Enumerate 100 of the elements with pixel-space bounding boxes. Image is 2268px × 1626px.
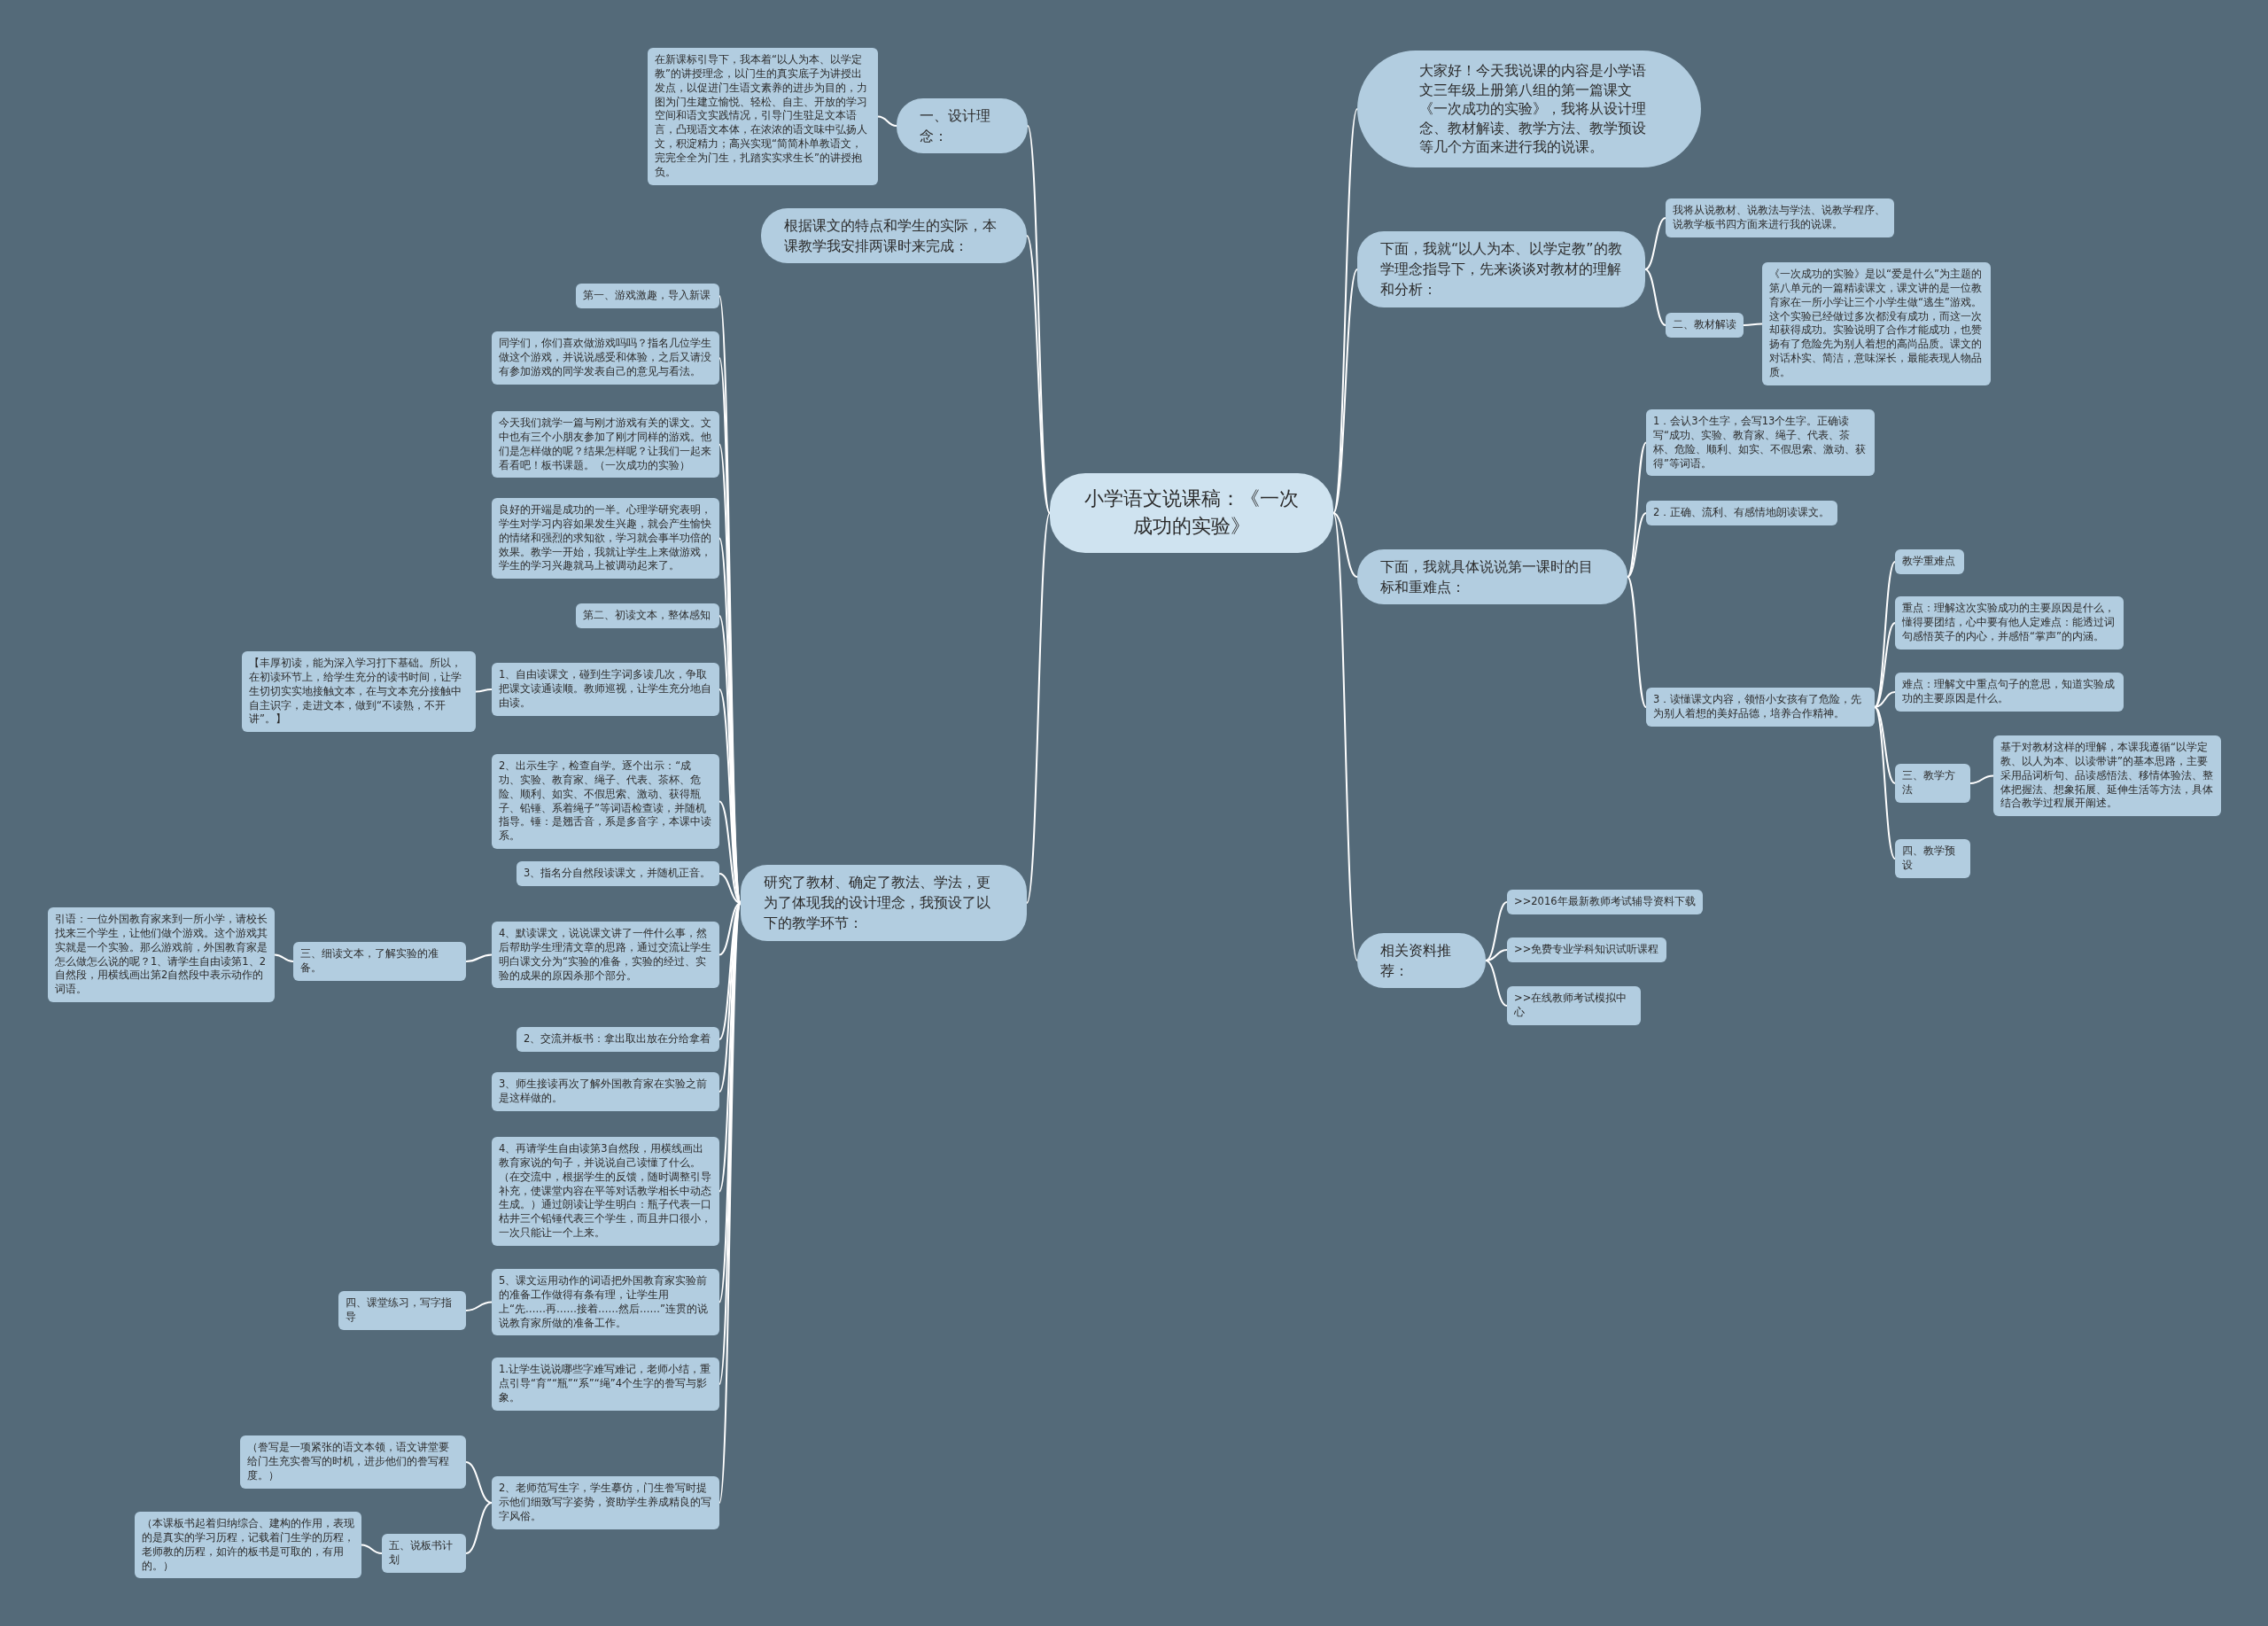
note-box [1507,890,1703,914]
connector-line [465,1461,493,1504]
connector-line [1644,217,1666,270]
connector-line [1627,576,1647,708]
note-box [576,603,719,628]
note-box [1507,986,1641,1025]
node-text: 1、自由读课文，碰到生字词多读几次，争取把课文读通读顺。教师巡视，让学生充分地自由读。 [499,668,712,711]
note-box [48,907,275,1003]
node-text: 在新课标引导下，我本着“以人为本、以学定教”的讲授理念，以门生的真实底子为讲授出发点，以促进门生语文素养的进步为目的，力图为门生建立愉悦、轻松、自主、开放的学习空间和语文实践情况，引导门生驻足文本语言，凸现语文本体，在浓浓的语文味中弘扬人文，积淀精力；高兴实现“简简朴单教语文，完完全全为门生，扎踏实实求生长”的讲授抱负。 [655,53,868,180]
node-text: 2、交流并板书：拿出取出放在分给拿着 [524,1032,712,1046]
topic-pill [897,98,1028,154]
node-text: 4、默读课文，说说课文讲了一件什么事，然后帮助学生理清文章的思路，通过交流让学生明白课文分为“实验的准备，实验的经过、实验的成果的原因杀那个部分。 [499,927,712,984]
note-box [1666,313,1744,338]
connector-line [718,902,742,956]
node-text: 《一次成功的实验》是以“爱是什么”为主题的第八单元的一篇精读课文，课文讲的是一位教育家在一所小学让三个小学生做“逃生”游戏。这个实验已经做过多次都没有成功，而这一次却获得成功。实验说明了合作才能成功，也赞扬有了危险先为别人着想的高尚品质。课文的对话朴实、简洁，意味深长，最能表现人物品质。 [1769,268,1983,380]
node-text: 小学语文说课稿：《一次成功的实验》 [1084,486,1300,539]
connector-line [1485,901,1508,961]
node-text: 3、师生接读再次了解外国教育家在实验之前是这样做的。 [499,1078,709,1106]
node-text: 2．正确、流利、有感情地朗读课文。 [1653,506,1830,520]
connector-line [274,953,294,962]
node-text: 1.让学生说说哪些字难写难记，老师小结，重点引导“育”“瓶”“系”“绳”4个生字的誊写与影象。 [499,1363,711,1405]
node-text: 大家好！今天我说课的内容是小学语文三年级上册第八组的第一篇课文《一次成功的实验》，我将从设计理念、教材解读、教学方法、教学预设等几个方面来进行我的说课。 [1419,61,1647,157]
connector-line [1627,512,1647,578]
connector-line [465,1301,493,1311]
note-box [492,1358,719,1411]
note-box [492,1476,719,1529]
note-box [293,942,466,981]
topic-pill [741,865,1027,941]
topic-pill [761,208,1027,264]
note-box [242,651,476,733]
node-text: 三、细读文本，了解实验的准备。 [300,947,439,976]
connector-line [1874,622,1896,708]
node-text: 四、教学预设 [1902,844,1956,873]
node-text: 一、设计理念： [920,106,991,147]
central-topic [1050,473,1333,553]
note-box [576,284,719,308]
node-text: 下面，我就具体说说第一课时的目标和重难点： [1380,557,1594,598]
connector-line [1874,561,1896,708]
node-text: 4、再请学生自由读第3自然段，用横线画出教育家说的句子，并说说自己读懂了什么。（在交流中，根据学生的反馈，随时调整引导补充，使课堂内容在平等对话教学相长中动态生成。）通过朗读让学生明白：瓶子代表一口枯井三个铅锤代表三个学生，而且井口很小，一次只能让一个上来。 [499,1142,712,1241]
node-text: >>免费专业学科知识试听课程 [1514,943,1659,957]
connector-line [1332,268,1358,514]
topic-pill [1357,549,1627,605]
note-box [1507,937,1666,962]
note-box [492,922,719,989]
note-box [135,1512,361,1579]
note-box [338,1291,466,1330]
node-text: 1．会认3个生字，会写13个生字。正确读写“成功、实验、教育家、绳子、代表、茶杯、危险、顺利、如实、不假思索、激动、获得”等词语。 [1653,415,1867,471]
connector-line [718,873,742,904]
node-text: >>2016年最新教师考试辅导资料下载 [1514,895,1696,909]
connector-line [1332,512,1358,961]
connector-line [475,689,493,693]
note-box [492,498,719,580]
node-text: 2、老师范写生字，学生摹仿，门生誊写时提示他们细致写字姿势，资助学生养成精良的写字风俗。 [499,1482,712,1524]
node-text: 良好的开端是成功的一半。心理学研究表明，学生对学习内容如果发生兴趣，就会产生愉快的情绪和强烈的求知欲，学习就会事半功倍的效果。教学一开始，我就让学生上来做游戏，学生的学习兴趣就马上被调动起来了。 [499,503,712,574]
connector-line [1485,949,1508,961]
note-box [1895,839,1970,878]
note-box [240,1435,466,1489]
note-box [492,1137,719,1246]
note-box [492,754,719,850]
node-text: 根据课文的特点和学生的实际，本课教学我安排两课时来完成： [784,216,998,257]
node-text: 二、教材解读 [1673,318,1736,332]
connector-line [1874,691,1896,708]
note-box [492,331,719,385]
node-text: 相关资料推荐： [1380,941,1452,982]
note-box [1895,764,1970,803]
node-text: 5、课文运用动作的词语把外国教育家实验前的准备工作做得有条有理，让学生用上“先……再……接着……然后……”连贯的说说教育家所做的准备工作。 [499,1274,709,1331]
node-text: 3、指名分自然段读课文，并随机正音。 [524,867,712,881]
node-text: 四、课堂练习，写字指导 [346,1296,453,1325]
node-text: 今天我们就学一篇与刚才游戏有关的课文。文中也有三个小朋友参加了刚才同样的游戏。他们是怎样做的呢？结果怎样呢？让我们一起来看看吧！板书课题。（一次成功的实验） [499,416,712,473]
connector-line [877,115,897,127]
node-text: 【丰厚初读，能为深入学习打下基础。所以，在初读环节上，给学生充分的读书时间，让学生切切实实地接触文本，在与文本充分接触中自主识字，走进文本，做到“不读熟，不开讲”。】 [249,657,462,727]
note-box [492,411,719,478]
node-text: 2、出示生字，检查自学。逐个出示：“成功、实验、教育家、绳子、代表、茶杯、危险、顺利、如实、不假思索、激动、获得瓶子、铅锤、系着绳子”等词语检查读，并随机指导。锤：是翘舌音，系是多音字，本课中读系。 [499,759,712,844]
node-text: 研究了教材、确定了教法、学法，更为了体现我的设计理念，我预设了以下的教学环节： [764,873,991,934]
connector-line [718,800,742,904]
topic-pill [1357,231,1645,307]
note-box [1993,735,2221,817]
connector-line [1644,268,1666,326]
note-box [382,1534,466,1573]
note-box [492,1072,719,1111]
connector-line [1874,706,1896,860]
note-box [492,663,719,716]
node-text: 引语：一位外国教育家来到一所小学，请校长找来三个学生，让他们做个游戏。这个游戏其实就是一个实验。那么游戏前，外国教育家是怎么做怎么说的呢？1、请学生自由读第1、2自然段，用横线画出第2自然段中表示动作的词语。 [55,913,268,998]
node-text: （本课板书起着归纳综合、建构的作用，表现的是真实的学习历程，记载着门生学的历程，老师教的历程，如许的板书是可取的，有用的。） [142,1517,354,1574]
node-text: 3．读懂课文内容，领悟小女孩有了危险，先为别人着想的美好品德，培养合作精神。 [1653,693,1863,721]
connector-line [1969,774,1994,784]
note-box [1646,501,1837,525]
connector-line [1332,512,1358,578]
note-box [1646,688,1875,727]
node-text: 教学重难点 [1902,555,1956,569]
node-text: （誊写是一项紧张的语文本领，语文讲堂要给门生充实誊写的时机，进步他们的誊写程度。） [247,1441,450,1483]
node-text: 第二、初读文本，整体感知 [583,609,711,623]
note-box [1646,409,1875,477]
note-box [1895,596,2124,650]
connector-line [1026,235,1051,514]
connector-line [1874,706,1896,784]
note-box [1895,549,1964,574]
connector-line [465,1502,493,1554]
connector-line [1026,512,1051,904]
connector-line [1627,441,1647,578]
